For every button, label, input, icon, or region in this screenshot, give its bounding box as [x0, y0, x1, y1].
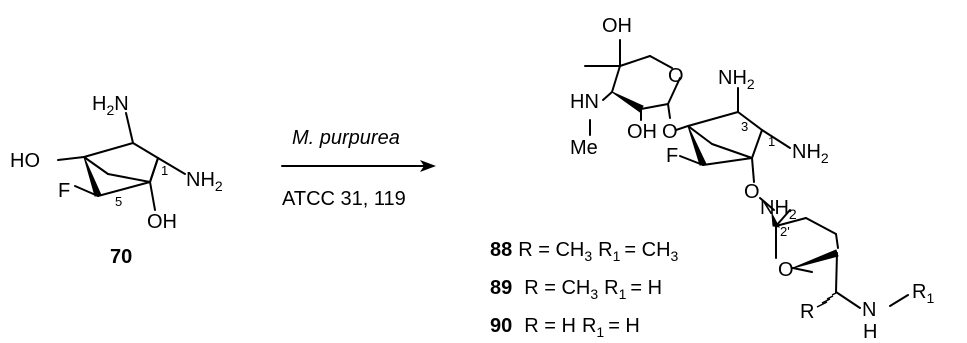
- atom-label-oh: OH: [147, 211, 177, 233]
- bond: [889, 294, 909, 307]
- label-glyco-o-left: O: [662, 121, 678, 143]
- ring-bond: [149, 157, 159, 183]
- reagent-label: M. purpurea: [292, 127, 400, 149]
- fluoro-bond: [74, 185, 99, 197]
- ring-bond: [737, 111, 763, 131]
- conditions-label: ATCC 31, 119: [282, 188, 406, 210]
- bond: [602, 91, 613, 101]
- atom-label-nh2: NH2: [186, 169, 223, 194]
- label-oh-top: OH: [602, 15, 632, 37]
- ring-bond: [83, 142, 134, 158]
- atom-label-f: F: [58, 180, 70, 202]
- ring-bond: [711, 143, 753, 159]
- hydroxyl-bond: [149, 181, 156, 211]
- ring-bond: [702, 157, 753, 166]
- label-n: N: [862, 299, 876, 321]
- ring-bond: [97, 181, 151, 197]
- locant-1: 1: [768, 134, 775, 149]
- bond: [611, 65, 621, 93]
- arrow-head: [420, 160, 436, 172]
- label-nh2-top: NH2: [718, 67, 755, 92]
- label-fluoro: F: [666, 145, 678, 167]
- label-ring-o-bottom: O: [778, 259, 794, 281]
- hashed-bond: [816, 292, 837, 308]
- label-nh2-mid: NH2: [760, 197, 797, 222]
- bond: [805, 217, 837, 235]
- label-r: R: [800, 301, 814, 323]
- locant-3: 3: [741, 119, 748, 134]
- bond: [640, 103, 669, 110]
- bond: [761, 129, 791, 149]
- label-h: H: [863, 321, 877, 343]
- bond: [679, 155, 704, 166]
- bond: [751, 157, 755, 183]
- starting-material-70: H2N HO F NH2 OH 1 5 70: [10, 93, 223, 268]
- ring-bond: [107, 173, 151, 183]
- label-me: Me: [570, 137, 598, 159]
- label-ring-o-top: O: [668, 65, 684, 87]
- bond: [649, 55, 673, 69]
- label-hn: HN: [570, 91, 599, 113]
- locant-2p: 2': [780, 224, 790, 239]
- label-r1: R1: [912, 281, 934, 306]
- compound-number-70: 70: [110, 246, 132, 268]
- bond: [759, 197, 775, 211]
- ring-bond: [132, 142, 159, 159]
- ring-bond: [687, 111, 739, 127]
- bond: [835, 233, 839, 249]
- atom-label-ho: HO: [10, 150, 40, 172]
- hydroxyl-bond: [57, 156, 85, 161]
- wedge-bond: [611, 91, 644, 113]
- bond: [667, 77, 681, 105]
- bond: [619, 55, 651, 67]
- bond: [835, 252, 838, 293]
- product-structure: OH O HN Me OH O NH2 3 F 1 NH2 O NH2 2' O…: [570, 15, 934, 343]
- locant-5: 5: [115, 194, 122, 209]
- bond: [775, 217, 807, 227]
- bond: [667, 103, 671, 119]
- label-oh-mid: OH: [627, 121, 657, 143]
- amine-bond: [157, 157, 186, 175]
- bond: [792, 267, 813, 273]
- wedge-bond: [792, 249, 839, 269]
- bond: [775, 209, 791, 227]
- bond: [675, 125, 689, 131]
- locant-1: 1: [161, 163, 168, 178]
- ring-bond: [751, 129, 763, 159]
- label-glyco-o-bottom: O: [744, 181, 760, 203]
- ring-bond: [83, 156, 109, 175]
- atom-label-h2n: H2N: [92, 93, 129, 118]
- amine-bond: [125, 112, 134, 144]
- bond: [835, 291, 861, 309]
- ring-bond: [687, 125, 713, 145]
- reaction-arrow-group: M. purpurea ATCC 31, 119: [281, 127, 436, 210]
- label-nh2-right: NH2: [792, 141, 829, 166]
